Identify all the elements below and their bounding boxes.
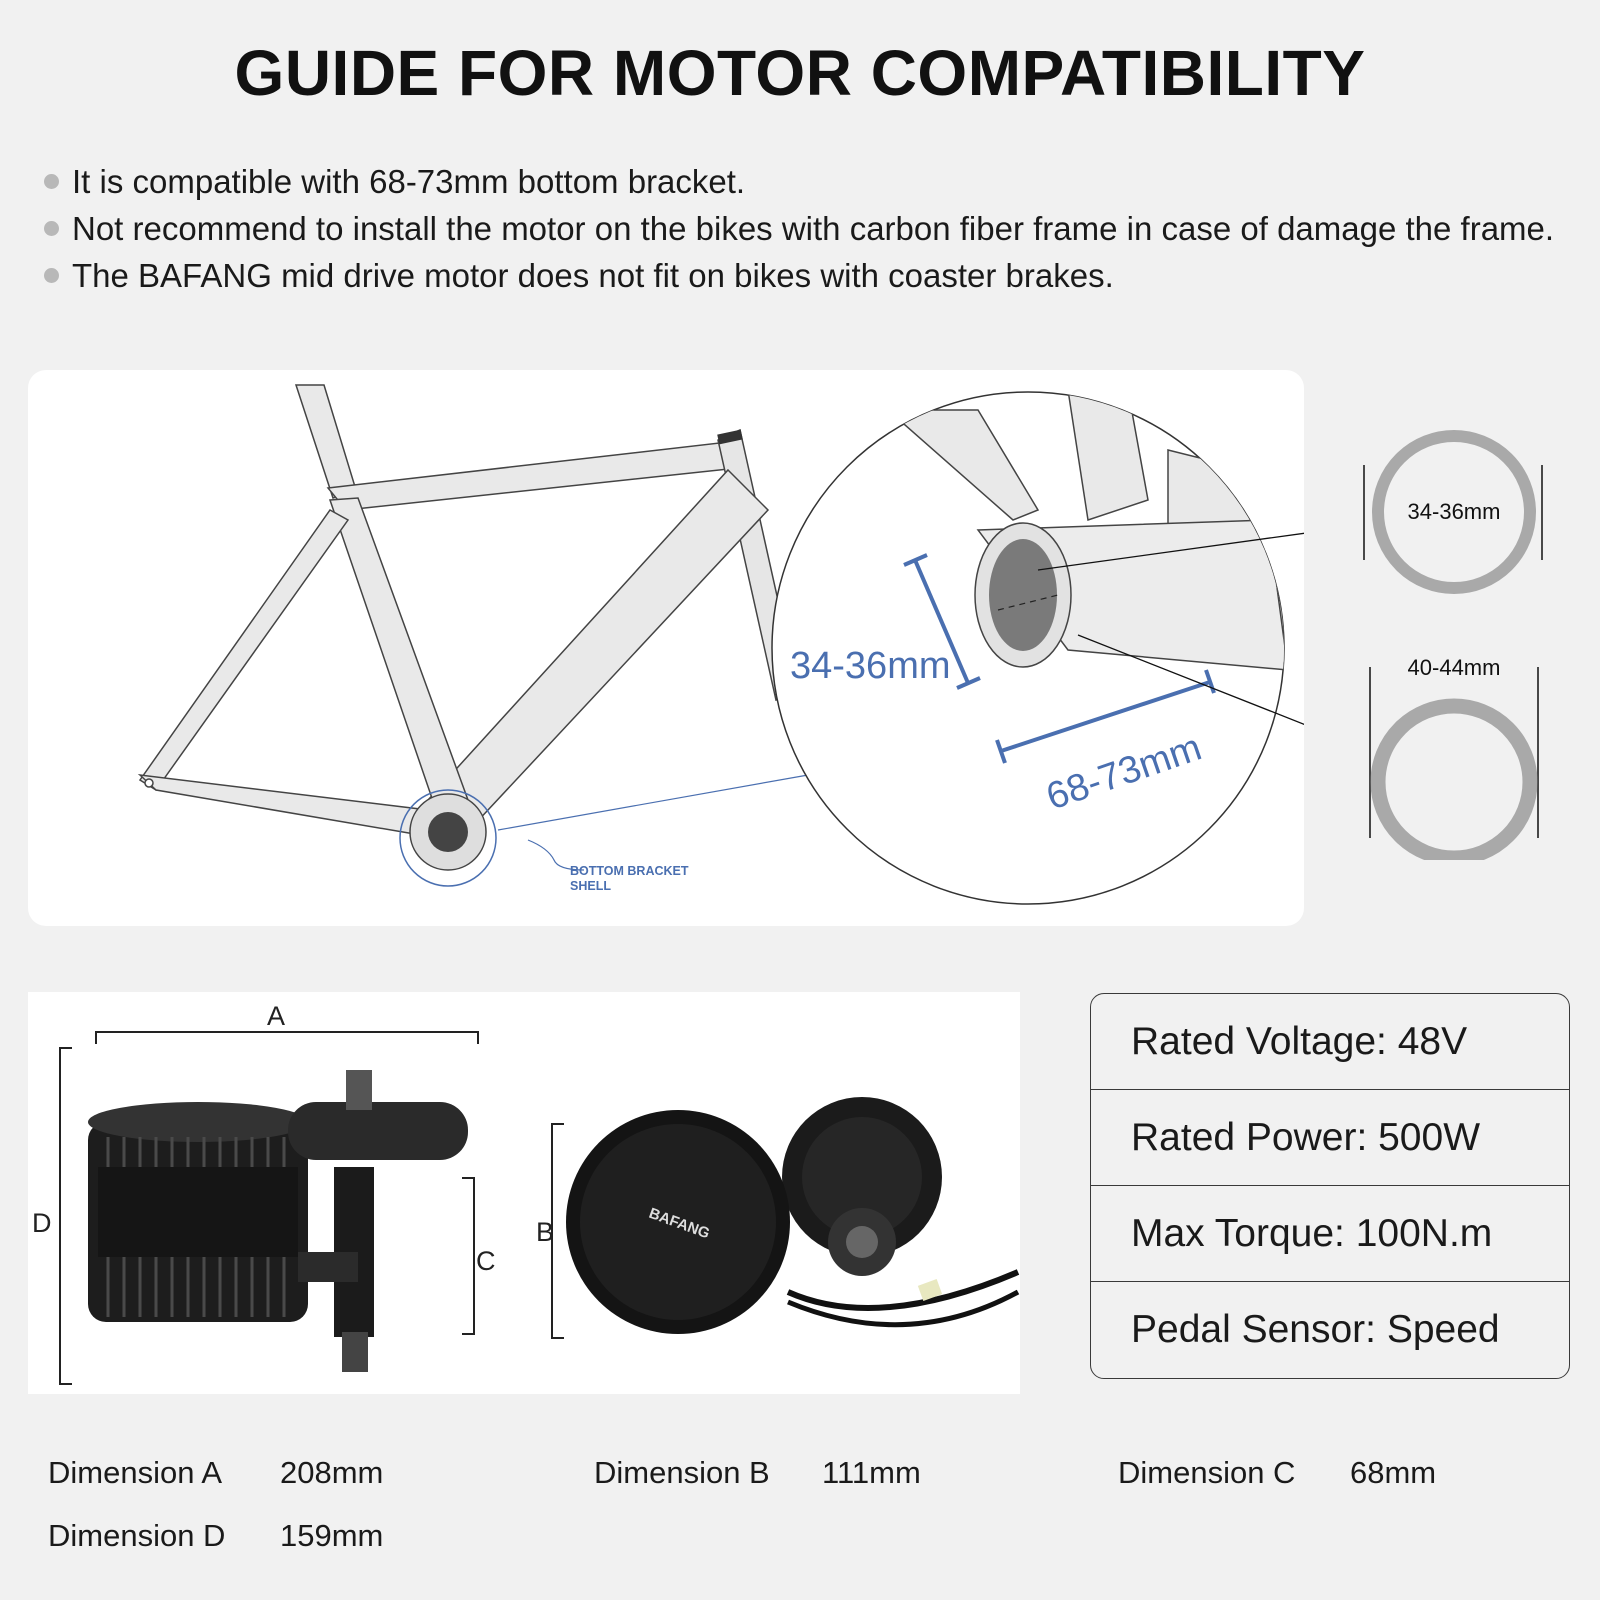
label-d: D <box>32 1208 52 1238</box>
dimension-a-value: 208mm <box>280 1455 384 1490</box>
label-c: C <box>476 1246 496 1276</box>
bullet-item: Not recommend to install the motor on th… <box>44 205 1574 252</box>
motor-photo-panel: A D C B <box>28 992 1020 1394</box>
bracket-d <box>59 1047 72 1385</box>
label-leader-line <box>527 839 585 871</box>
label-a: A <box>267 1001 285 1031</box>
page-title: GUIDE FOR MOTOR COMPATIBILITY <box>234 37 1366 109</box>
dimension-b-label: Dimension B <box>594 1455 770 1490</box>
motor-side-view <box>88 1070 468 1372</box>
dimension-b-value: 111mm <box>822 1455 921 1490</box>
dimension-brackets <box>59 1031 564 1385</box>
spec-row-power: Rated Power: 500W <box>1091 1090 1569 1186</box>
bullet-text: It is compatible with 68-73mm bottom bra… <box>72 163 746 200</box>
bullet-text: Not recommend to install the motor on th… <box>72 210 1555 247</box>
width-dimension-line <box>995 669 1216 764</box>
bullet-text: The BAFANG mid drive motor does not fit … <box>72 257 1114 294</box>
zoom-detail <box>886 392 1284 671</box>
ring-size-illustration: 34-36mm 40-44mm <box>1363 430 1543 860</box>
bullet-item: It is compatible with 68-73mm bottom bra… <box>44 158 1574 205</box>
ring-leader-line-top <box>1037 532 1304 571</box>
bracket-b <box>551 1123 564 1339</box>
diameter-label: 34-36mm <box>790 645 951 687</box>
motor-illustration: A D C B <box>32 1001 1020 1385</box>
top-tube <box>326 441 740 511</box>
ring-small <box>1372 430 1536 594</box>
down-tube <box>426 468 770 826</box>
bottom-bracket-bore <box>428 812 468 852</box>
bike-frame-illustration: BOTTOM BRACKET SHELL 34-36mm 68-73 <box>137 384 1304 905</box>
bullet-dot-icon <box>44 221 59 236</box>
ring-small-label: 34-36mm <box>1408 499 1501 524</box>
label-b: B <box>536 1217 554 1247</box>
motor-front-view: BAFANG <box>566 1097 1020 1334</box>
diameter-dimension-line <box>903 553 981 690</box>
ring-leader-line-bottom <box>1077 634 1304 725</box>
bracket-c <box>462 1177 475 1335</box>
spec-row-torque: Max Torque: 100N.m <box>1091 1186 1569 1282</box>
bullet-item: The BAFANG mid drive motor does not fit … <box>44 252 1574 299</box>
ring-large <box>1370 698 1538 860</box>
frame-diagram-panel: BOTTOM BRACKET SHELL 34-36mm 68-73 <box>28 370 1304 926</box>
shell-label-line-2: SHELL <box>570 879 611 893</box>
zoom-leader-line <box>497 774 809 831</box>
seat-tube <box>328 497 469 811</box>
bottom-bracket-highlight <box>399 789 497 887</box>
compatibility-notes: It is compatible with 68-73mm bottom bra… <box>44 158 1574 299</box>
specs-table: Rated Voltage: 48V Rated Power: 500W Max… <box>1090 993 1570 1379</box>
shell-label-line-1: BOTTOM BRACKET <box>570 864 689 878</box>
dimension-c-value: 68mm <box>1350 1455 1437 1490</box>
bracket-a <box>95 1031 479 1044</box>
dimension-d-value: 159mm <box>280 1518 384 1553</box>
spec-row-voltage: Rated Voltage: 48V <box>1091 994 1569 1090</box>
seat-stay <box>138 509 350 792</box>
bullet-dot-icon <box>44 268 59 283</box>
headset-cap <box>717 429 743 445</box>
ring-large-label: 40-44mm <box>1408 655 1501 680</box>
dimension-c-label: Dimension C <box>1118 1455 1296 1490</box>
spec-row-sensor: Pedal Sensor: Speed <box>1131 1307 1500 1351</box>
dimension-a-label: Dimension A <box>48 1455 223 1490</box>
seat-post <box>294 384 357 499</box>
dimension-d-label: Dimension D <box>48 1518 226 1553</box>
bullet-dot-icon <box>44 174 59 189</box>
dropout <box>144 778 154 788</box>
chain-stay <box>137 773 440 839</box>
